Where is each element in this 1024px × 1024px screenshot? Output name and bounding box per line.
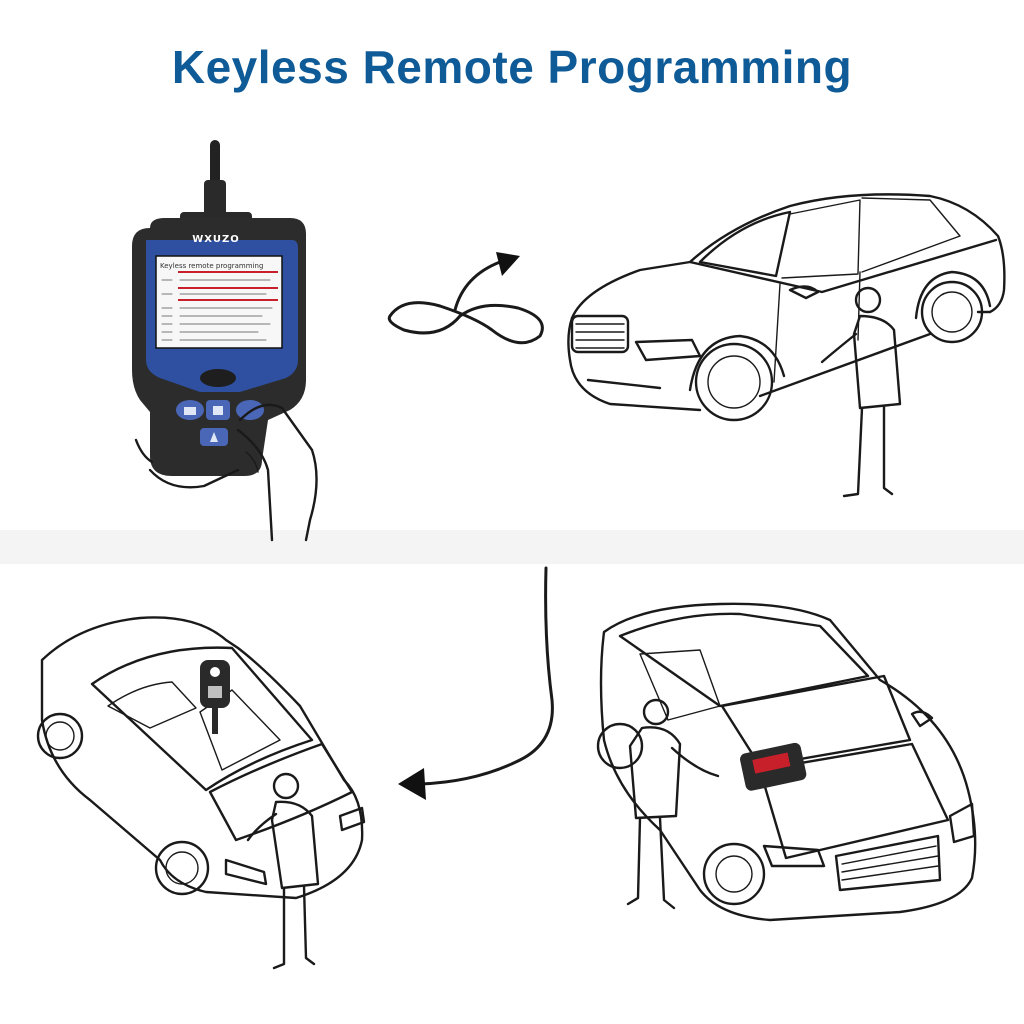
flow-arrow-2 — [398, 566, 554, 800]
separator-band — [0, 530, 1024, 564]
obd-scanner — [132, 140, 318, 542]
car-step-3 — [36, 616, 366, 970]
lock-icon — [176, 400, 204, 420]
flow-arrow-1 — [387, 252, 544, 345]
trunk-icon — [200, 428, 228, 446]
person-icon — [820, 286, 902, 498]
car-step-4 — [596, 602, 977, 922]
unlock-icon — [206, 400, 230, 420]
page-title: Keyless Remote Programming — [171, 41, 853, 93]
scanner-screen-heading: Keyless remote programming — [160, 262, 264, 270]
scanner-on-dash — [740, 742, 807, 791]
person-icon — [626, 698, 720, 910]
car-step-2 — [567, 193, 1006, 498]
scanner-brand: WXUZO — [192, 234, 240, 245]
car-key-icon — [200, 660, 230, 734]
person-icon — [246, 772, 320, 970]
